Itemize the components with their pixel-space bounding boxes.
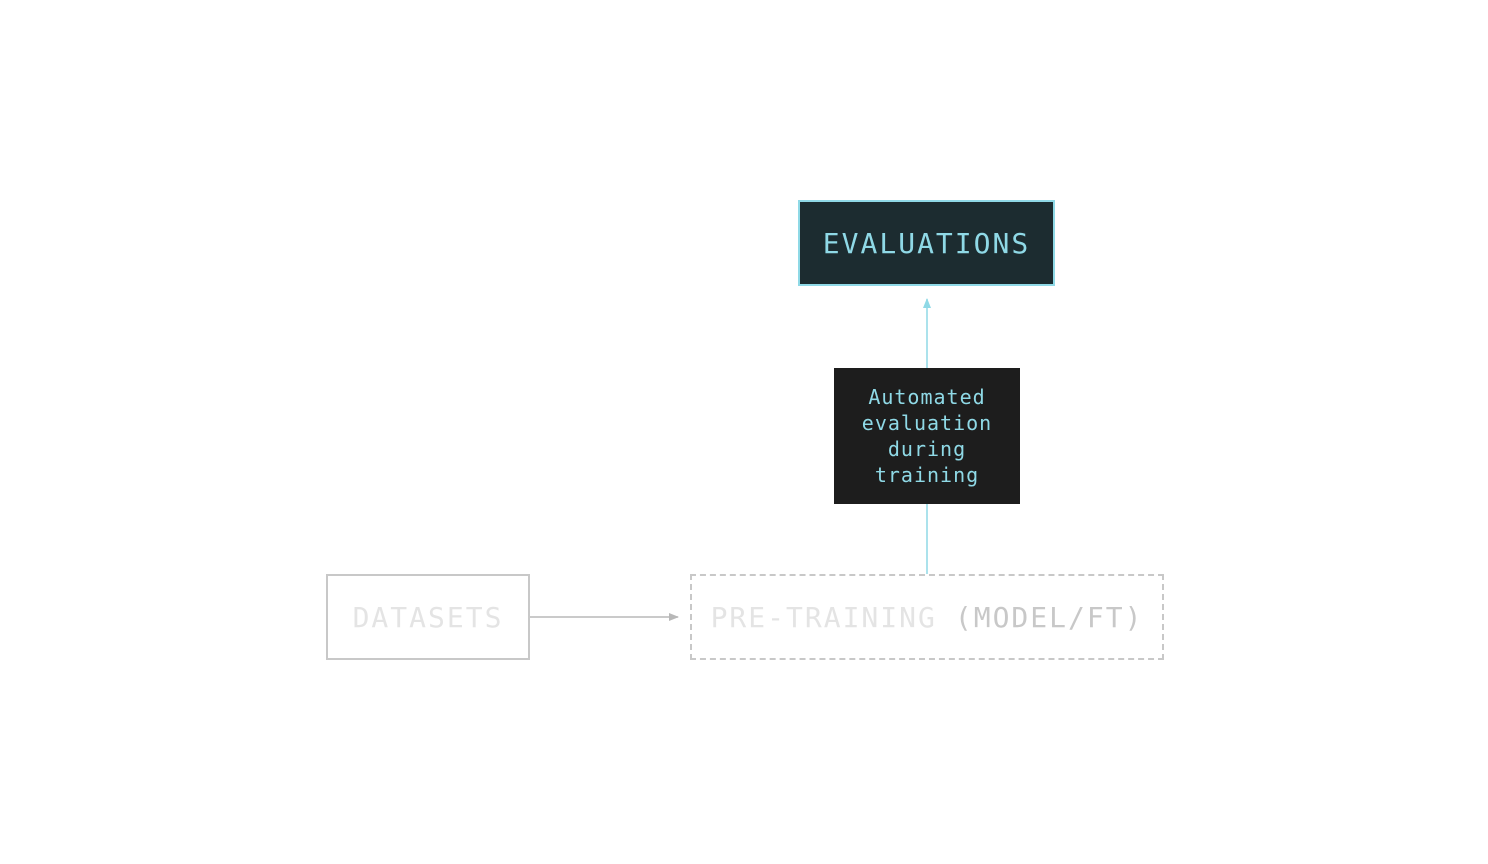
datasets-label: DATASETS [352,600,504,634]
edge-label-line: training [874,463,980,487]
edge-label-line: evaluation [861,411,993,435]
datasets-node[interactable]: DATASETS [326,574,530,660]
edge-label-line: during [887,437,967,461]
pretraining-label: PRE-TRAINING [710,600,937,634]
edge-label-line: Automated [868,385,986,409]
evaluations-node[interactable]: EVALUATIONS [798,200,1055,286]
pretraining-suffix-label: (MODEL/FT) [954,600,1144,634]
pretraining-node[interactable]: PRE-TRAINING (MODEL/FT) [690,574,1164,660]
evaluations-label: EVALUATIONS [822,226,1031,260]
automated-evaluation-edge-label: Automated evaluation during training [834,368,1020,504]
